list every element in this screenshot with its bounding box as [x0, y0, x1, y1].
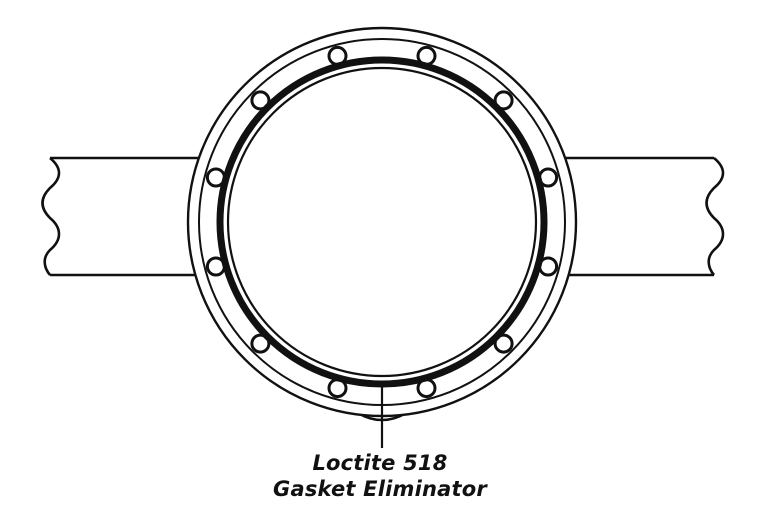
callout-label-product: Loctite 518 [312, 451, 448, 475]
bolt-hole [250, 333, 271, 354]
callout-label-description: Gasket Eliminator [273, 477, 487, 501]
break-line-right [705, 157, 725, 276]
bolt-hole [493, 333, 514, 354]
bolt-hole-group [205, 45, 559, 399]
sealant-bead [216, 56, 548, 388]
bolt-hole [250, 90, 271, 111]
break-line-left [41, 157, 61, 276]
bolt-hole [493, 90, 514, 111]
inner-bore [226, 66, 538, 378]
